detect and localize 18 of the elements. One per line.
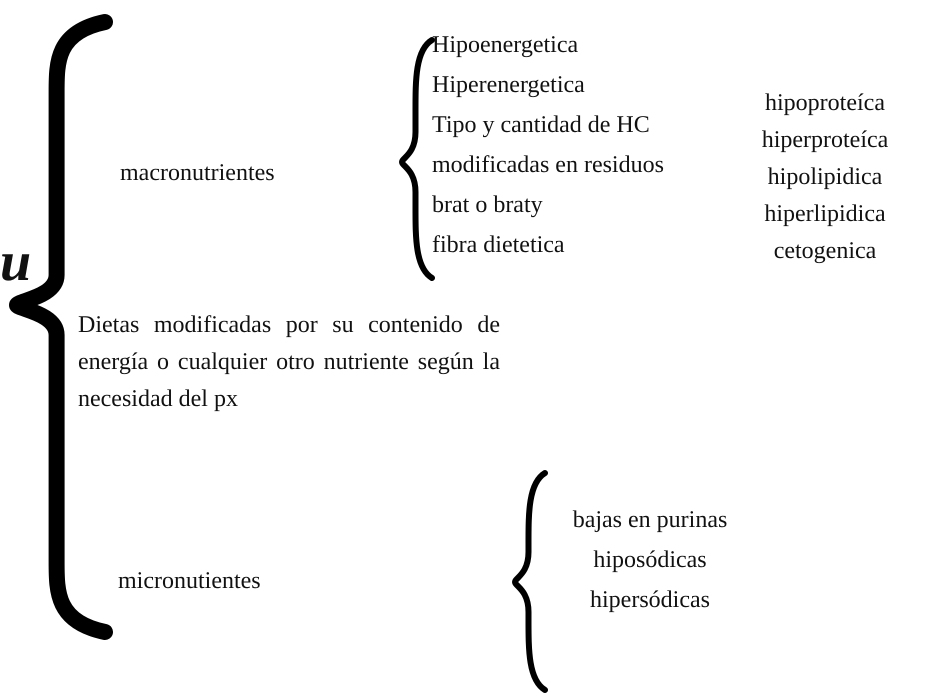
letter-fragment: u (0, 232, 32, 292)
category-label: micronutientes (118, 567, 262, 596)
list-item: hiposódicas (592, 546, 708, 575)
list-item: Hipoenergetica (432, 31, 578, 60)
description-text: Dietas modificadas por su contenido de energía o cualquier otro nutriente según la necesidad del px (78, 311, 500, 414)
list-item: hipersódicas (589, 586, 711, 615)
list-item: modificadas en residuos (432, 151, 664, 180)
category-label: macronutrientes (120, 159, 276, 188)
list-item: fibra dietetica (432, 231, 565, 260)
list-item: bajas en purinas (572, 506, 728, 535)
list-item: hiperlipidica (763, 200, 887, 229)
list-item: Tipo y cantidad de HC (432, 111, 650, 140)
list-item: cetogenica (772, 237, 878, 266)
list-item: Hiperenergetica (432, 71, 585, 100)
list-item: hiperproteíca (760, 126, 890, 155)
list-item: hipoproteíca (764, 89, 886, 118)
list-item: hipolipidica (766, 163, 884, 192)
list-item: brat o braty (432, 191, 543, 220)
